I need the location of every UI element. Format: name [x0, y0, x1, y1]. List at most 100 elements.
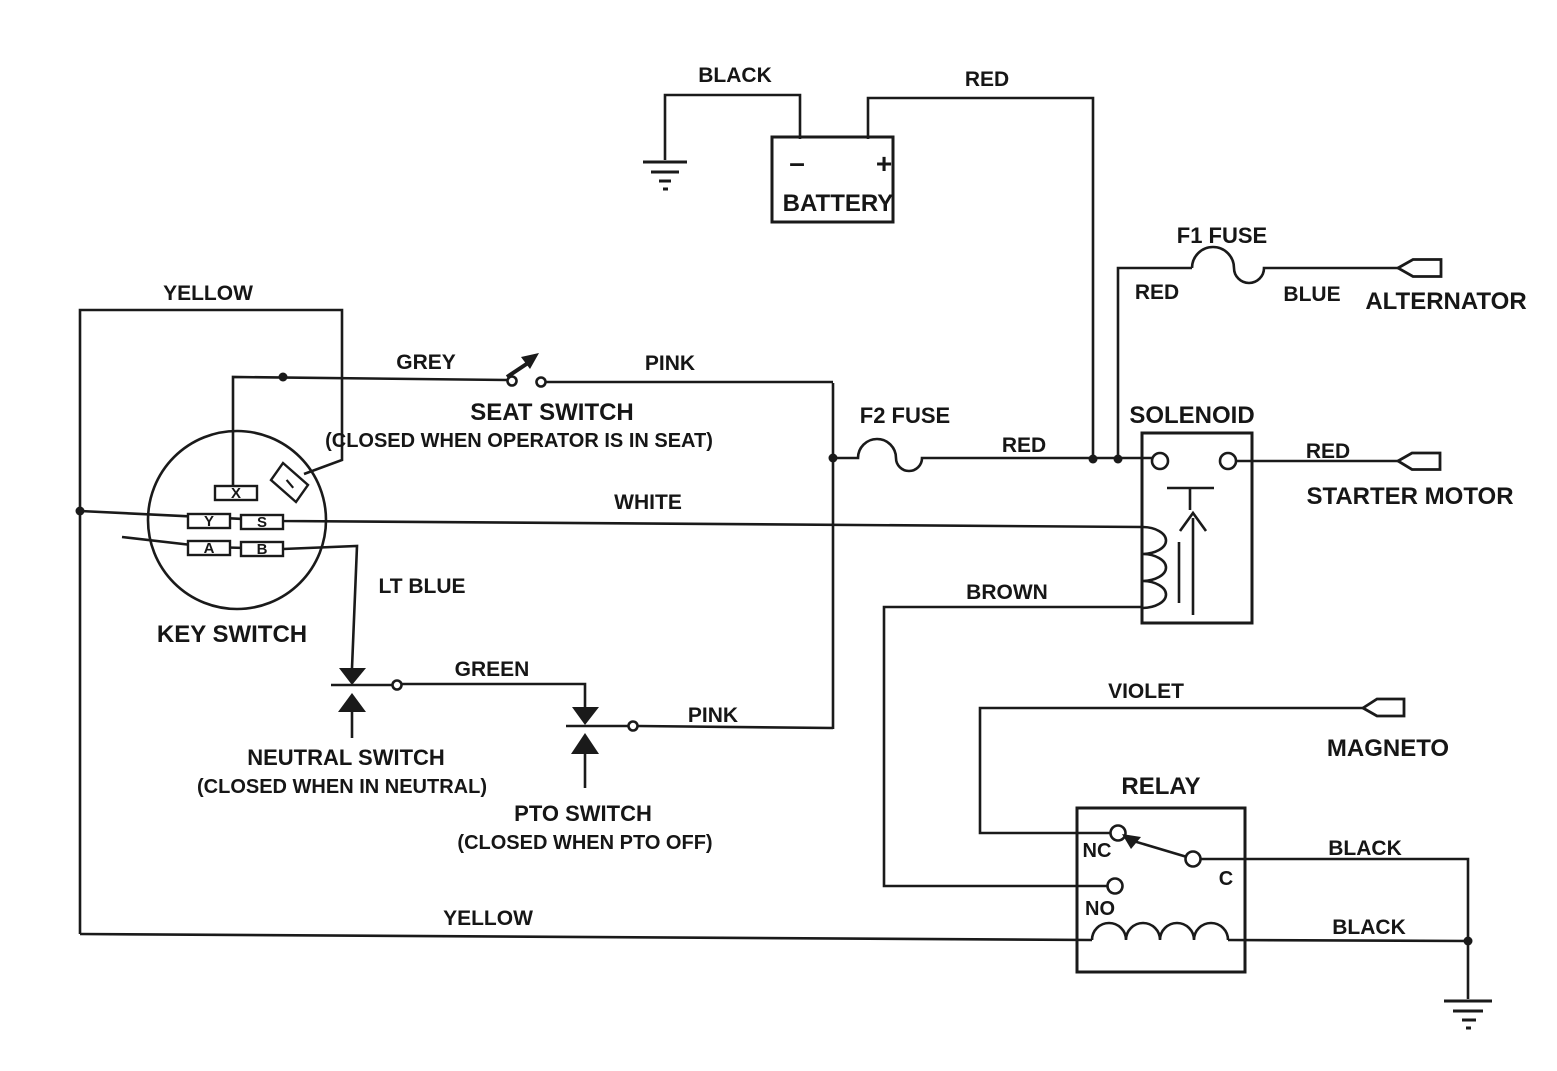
fuse-f2-section: F2 FUSE RED	[828, 403, 1152, 473]
terminal-y	[186, 512, 232, 530]
x-terminal-grey-wire	[231, 375, 508, 486]
yellow-bottom-section: YELLOW	[79, 907, 1093, 942]
relay-output-section: BLACK BLACK	[1200, 837, 1492, 1030]
battery-box	[770, 135, 895, 224]
junction-dot	[278, 372, 288, 382]
neutral-switch-contact-top	[339, 668, 366, 685]
f1-fuse-label: F1 FUSE	[1177, 223, 1267, 248]
f1-feed-wire	[1116, 266, 1192, 459]
brown-wire	[882, 605, 1142, 888]
relay-label: RELAY	[1121, 773, 1200, 800]
terminal-i-diamond	[269, 461, 310, 504]
terminal-a	[186, 539, 232, 557]
seat-switch-section: GREY PINK SEAT SWITCH (CLOSED WHEN OPERA…	[325, 351, 835, 729]
relay-nc-terminal	[1109, 824, 1127, 842]
wire-label-grey: GREY	[396, 351, 456, 374]
wire-label-pink-pto: PINK	[688, 704, 738, 727]
solenoid-terminal-right	[1218, 451, 1238, 471]
wire-label-blue: BLUE	[1283, 283, 1340, 306]
green-wire	[402, 682, 587, 707]
yellow-wire-bottom	[79, 932, 1093, 942]
brown-violet-section: BROWN VIOLET MAGNETO	[882, 581, 1449, 888]
pink-wire-pto	[637, 724, 834, 730]
relay-c-label: C	[1219, 868, 1233, 890]
wire-label-red-battery: RED	[965, 68, 1009, 91]
solenoid-label: SOLENOID	[1129, 402, 1254, 429]
alternator-label: ALTERNATOR	[1365, 288, 1526, 315]
neutral-switch-contact-right	[391, 679, 403, 691]
wire-label-violet: VIOLET	[1108, 680, 1184, 703]
terminal-x-label: X	[231, 485, 241, 502]
terminal-b-label: B	[257, 541, 268, 558]
wire-label-brown: BROWN	[966, 581, 1048, 604]
wire-label-lt-blue: LT BLUE	[378, 575, 465, 598]
wire-label-black-bottom: BLACK	[1332, 916, 1406, 939]
terminal-y-label: Y	[204, 513, 214, 530]
ground-symbol-bottom	[1444, 999, 1492, 1030]
wire-label-black-top: BLACK	[1328, 837, 1402, 860]
black-wire-bottom	[1227, 938, 1470, 999]
neutral-switch-plunger-arrow	[338, 693, 366, 712]
relay-box	[1075, 806, 1247, 974]
ground-symbol-top	[643, 160, 687, 191]
junction-dot	[1113, 454, 1123, 464]
starter-connector	[1395, 451, 1442, 471]
battery-label: BATTERY	[783, 190, 894, 217]
alternator-connector	[1395, 258, 1443, 278]
wire-label-red-f1: RED	[1135, 281, 1179, 304]
wire-label-yellow-top: YELLOW	[163, 282, 253, 305]
pto-switch-section: PINK PTO SWITCH (CLOSED WHEN PTO OFF)	[457, 704, 834, 854]
key-switch-section: X Y S A B I YELLOW KEY SWITCH	[75, 282, 1143, 934]
relay-nc-label: NC	[1083, 840, 1112, 862]
relay-section: RELAY NC C NO	[1075, 773, 1247, 974]
neutral-switch-note: (CLOSED WHEN IN NEUTRAL)	[197, 776, 487, 798]
relay-no-label: NO	[1085, 898, 1115, 920]
seat-switch-contact-right	[535, 376, 547, 388]
violet-wire	[978, 706, 1363, 835]
wire-label-pink-seat: PINK	[645, 352, 695, 375]
wire-label-green: GREEN	[455, 658, 530, 681]
battery-positive-wire	[866, 96, 1095, 459]
wire-label-yellow-bottom: YELLOW	[443, 907, 533, 930]
wire-label-black-battery: BLACK	[698, 64, 772, 87]
f2-fuse-label: F2 FUSE	[860, 403, 950, 428]
wire-label-red-starter: RED	[1306, 440, 1350, 463]
solenoid-plunger-arrow	[1178, 510, 1208, 615]
solenoid-contact-symbol	[1167, 486, 1214, 510]
solenoid-section: SOLENOID	[1129, 402, 1255, 625]
seat-switch-blade	[505, 361, 530, 379]
relay-blade	[1129, 838, 1188, 859]
relay-c-terminal	[1184, 850, 1202, 868]
key-switch-label: KEY SWITCH	[157, 621, 307, 648]
wire-label-red-f2: RED	[1002, 434, 1046, 457]
junction-dot	[1088, 454, 1098, 464]
seat-switch-label: SEAT SWITCH	[470, 399, 634, 426]
relay-blade-arrowhead	[1122, 834, 1141, 849]
junction-dot	[75, 506, 85, 516]
starter-section: RED STARTER MOTOR	[1236, 440, 1514, 510]
pink-wire-seat	[545, 380, 835, 729]
solenoid-terminal-left	[1150, 451, 1170, 471]
terminal-x	[213, 484, 259, 502]
white-wire	[79, 509, 1143, 529]
junction-dot	[1463, 936, 1473, 946]
terminal-a-label: A	[204, 540, 215, 557]
terminal-s	[239, 513, 285, 531]
seat-switch-contact-left	[506, 375, 518, 387]
battery-section: – + BATTERY BLACK RED	[643, 64, 1095, 459]
pto-switch-note: (CLOSED WHEN PTO OFF)	[457, 832, 712, 854]
solenoid-coil	[1141, 525, 1168, 610]
neutral-switch-section: LT BLUE GREEN NEUTRAL SWITCH (CLOSED WHE…	[197, 575, 587, 798]
pto-switch-label: PTO SWITCH	[514, 801, 652, 826]
seat-switch-note: (CLOSED WHEN OPERATOR IS IN SEAT)	[325, 430, 713, 452]
terminal-s-label: S	[257, 514, 267, 531]
battery-negative-wire	[663, 93, 802, 160]
relay-no-terminal	[1106, 877, 1124, 895]
fuse-f1-section: F1 FUSE RED BLUE ALTERNATOR	[1116, 223, 1527, 459]
wire-label-white: WHITE	[614, 491, 682, 514]
black-wire-top	[1200, 857, 1470, 941]
f2-fuse-wire	[833, 437, 1152, 473]
pto-switch-contact-right	[627, 720, 639, 732]
